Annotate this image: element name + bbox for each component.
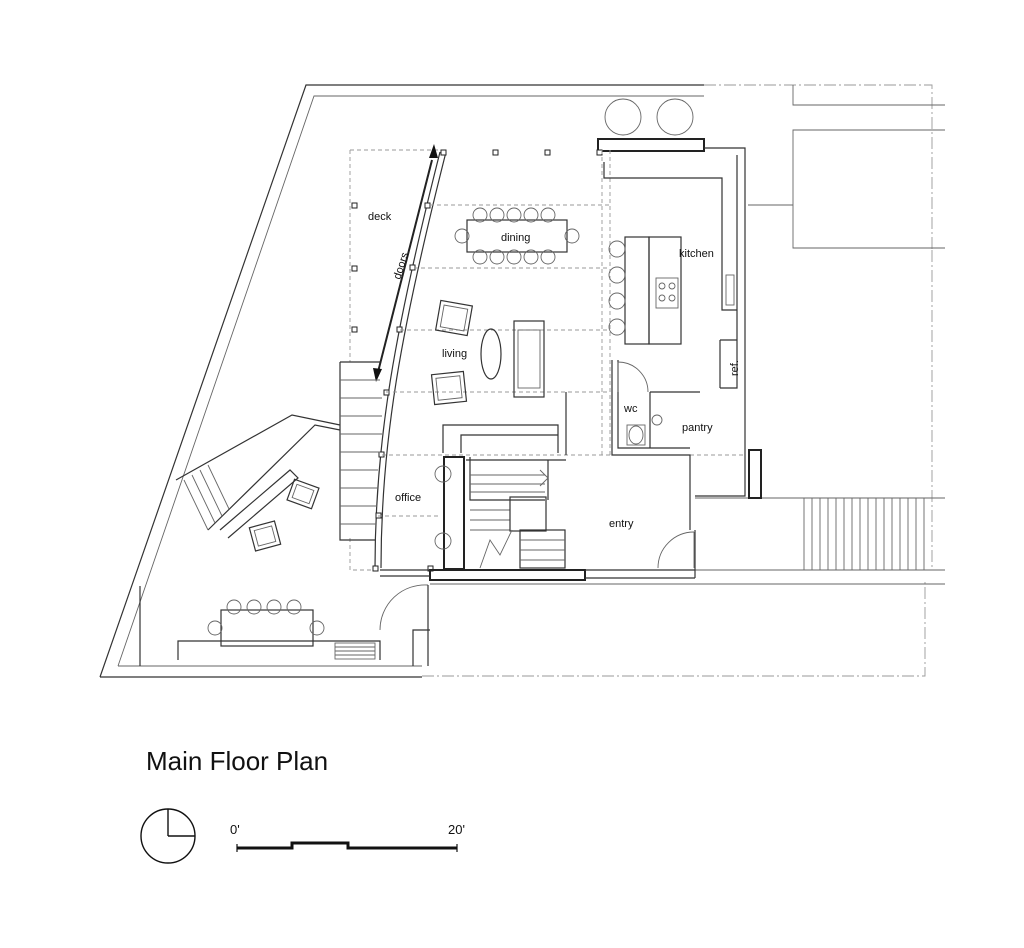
entry-stair bbox=[434, 456, 566, 570]
label-office: office bbox=[395, 492, 421, 504]
label-entry: entry bbox=[609, 518, 634, 530]
label-ref: ref. bbox=[729, 360, 741, 376]
label-pantry: pantry bbox=[682, 422, 713, 434]
deck-outline bbox=[349, 149, 440, 571]
kitchen-island bbox=[608, 236, 682, 345]
entry-walls bbox=[380, 530, 696, 581]
label-kitchen: kitchen bbox=[679, 248, 714, 260]
label-dining: dining bbox=[501, 232, 530, 244]
lower-terrace bbox=[139, 361, 430, 666]
kitchen-walls bbox=[603, 147, 762, 499]
curved-glazed-wall bbox=[373, 144, 447, 569]
north-arrow-icon bbox=[140, 808, 196, 864]
scale-start-label: 0' bbox=[230, 822, 240, 837]
posts bbox=[351, 149, 603, 572]
living-furniture bbox=[430, 299, 545, 406]
site-outline bbox=[99, 84, 933, 678]
scale-end-label: 20' bbox=[448, 822, 465, 837]
label-wc: wc bbox=[623, 403, 638, 415]
planters bbox=[597, 98, 705, 152]
interior-partitions bbox=[442, 360, 700, 530]
page-title: Main Floor Plan bbox=[146, 746, 329, 776]
neighbor-buildings bbox=[430, 85, 945, 585]
dining-table bbox=[454, 207, 580, 265]
label-doors: doors bbox=[391, 251, 411, 281]
room-labels: deck doors dining kitchen living ref. wc… bbox=[368, 211, 741, 530]
label-deck: deck bbox=[368, 211, 392, 223]
scale-bar: 0' 20' bbox=[230, 822, 465, 852]
label-living: living bbox=[442, 348, 467, 360]
